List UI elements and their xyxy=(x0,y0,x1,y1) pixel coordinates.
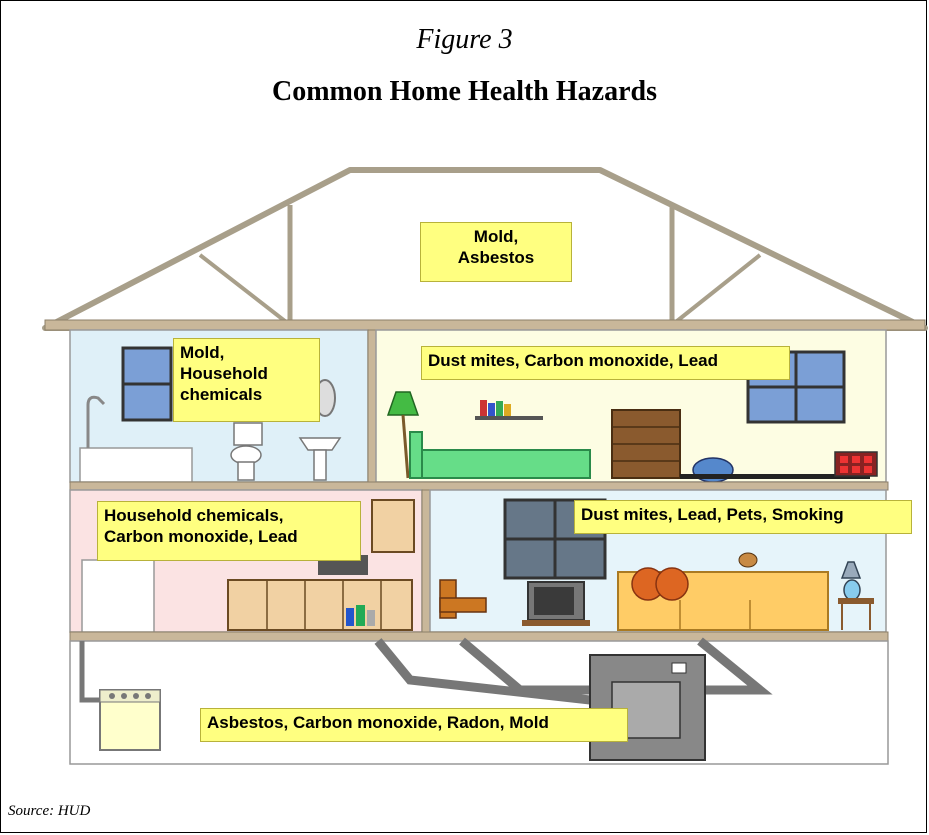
bedroom-hazard-label: Dust mites, Carbon monoxide, Lead xyxy=(421,346,790,380)
figure-title: Common Home Health Hazards xyxy=(272,76,657,107)
basement-hazard-label: Asbestos, Carbon monoxide, Radon, Mold xyxy=(200,708,628,742)
bathroom-hazard-label: Mold, Household chemicals xyxy=(173,338,320,422)
figure-label: Figure 3 xyxy=(416,24,513,55)
living-room-hazard-label: Dust mites, Lead, Pets, Smoking xyxy=(574,500,912,534)
attic-hazard-label: Mold, Asbestos xyxy=(420,222,572,282)
figure-source: Source: HUD xyxy=(8,803,91,819)
basement-room xyxy=(69,637,889,765)
kitchen-hazard-label: Household chemicals, Carbon monoxide, Le… xyxy=(97,501,361,561)
